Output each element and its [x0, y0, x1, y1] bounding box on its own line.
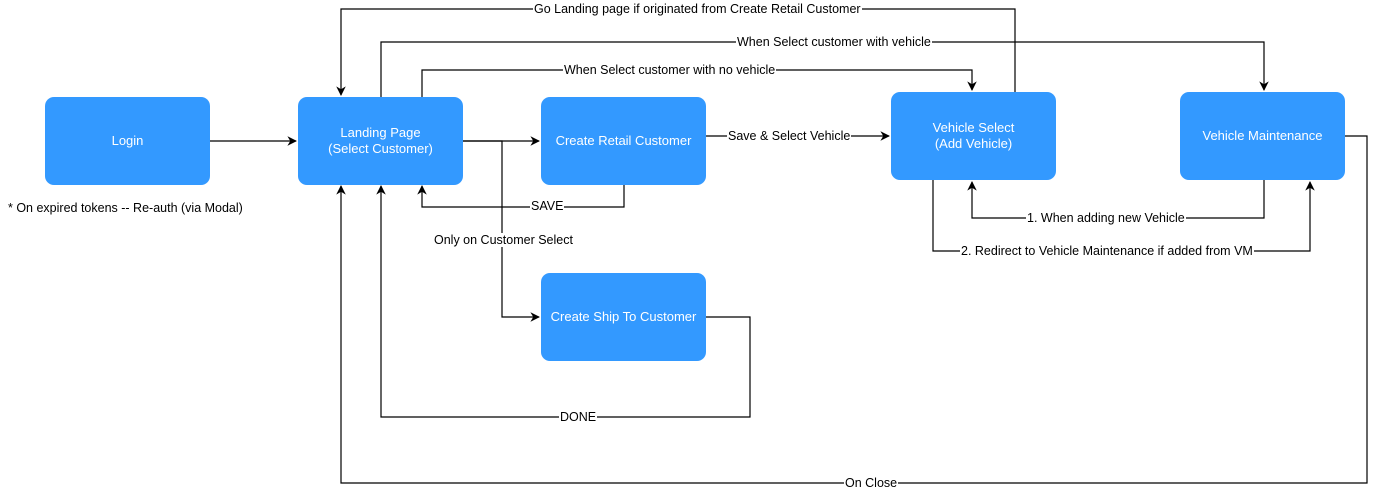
reauth-note: * On expired tokens -- Re-auth (via Moda…	[8, 201, 243, 215]
label-select-no-vehicle: When Select customer with no vehicle	[563, 63, 777, 77]
edge-only-on-select	[463, 140, 540, 322]
label-select-with-vehicle: When Select customer with vehicle	[736, 35, 932, 49]
label-only-on-select: Only on Customer Select	[433, 233, 574, 247]
node-create-ship-to-customer[interactable]: Create Ship To Customer	[541, 273, 706, 361]
edge-save	[417, 185, 625, 208]
label-save: SAVE	[530, 199, 565, 213]
node-create-retail-customer[interactable]: Create Retail Customer	[541, 97, 706, 185]
label-done: DONE	[559, 410, 598, 424]
label-go-landing: Go Landing page if originated from Creat…	[533, 2, 862, 16]
node-login[interactable]: Login	[45, 97, 210, 185]
edge-done	[376, 185, 751, 418]
label-adding-new-vehicle: 1. When adding new Vehicle	[1026, 211, 1186, 225]
node-landing-page[interactable]: Landing Page (Select Customer)	[298, 97, 463, 185]
node-vehicle-maintenance[interactable]: Vehicle Maintenance	[1180, 92, 1345, 180]
edge-on-close	[336, 135, 1368, 484]
node-vehicle-select[interactable]: Vehicle Select (Add Vehicle)	[891, 92, 1056, 180]
label-on-close: On Close	[844, 476, 899, 490]
label-save-select-vehicle: Save & Select Vehicle	[727, 129, 852, 143]
label-redirect-vm: 2. Redirect to Vehicle Maintenance if ad…	[960, 244, 1254, 258]
edge-go-landing	[336, 8, 1016, 96]
